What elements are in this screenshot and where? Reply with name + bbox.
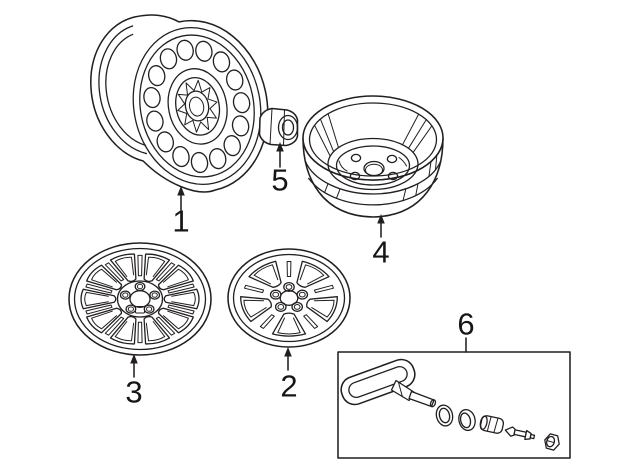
compact-spare-wheel-illustration[interactable] [302,95,444,218]
part-label-1[interactable]: 1 [172,203,190,239]
callout-arrows [130,142,467,378]
ten-spoke-alloy-wheel-illustration[interactable] [68,242,212,356]
steel-wheel-illustration[interactable] [77,0,283,211]
tpms-kit-box-illustration[interactable] [337,351,571,459]
part-label-3[interactable]: 3 [125,374,143,410]
part-label-5[interactable]: 5 [271,162,289,198]
five-spoke-alloy-wheel-illustration[interactable] [227,248,351,348]
part-label-6[interactable]: 6 [457,306,475,342]
lug-nut-illustration[interactable] [258,107,299,147]
part-label-4[interactable]: 4 [372,234,390,270]
part-label-2[interactable]: 2 [280,368,298,404]
